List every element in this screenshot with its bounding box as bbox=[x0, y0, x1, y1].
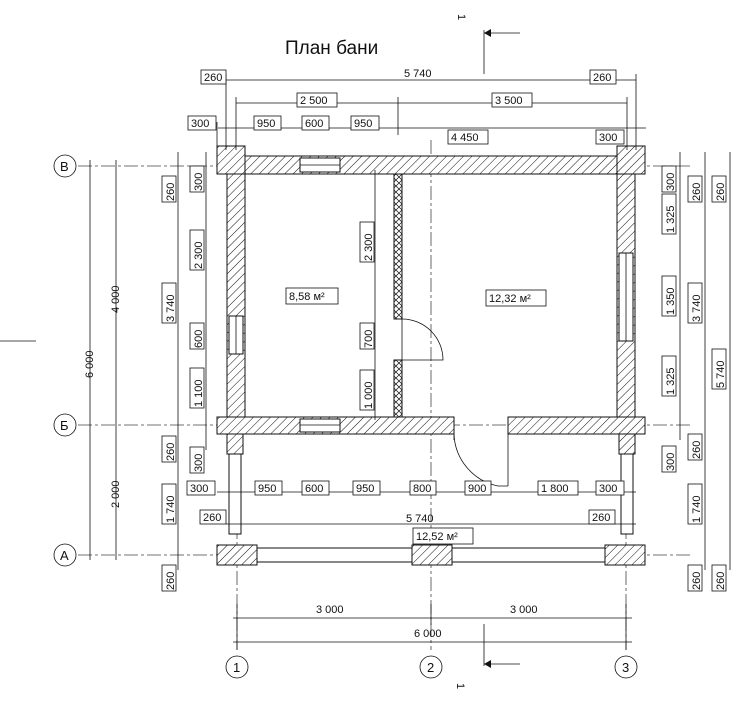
dimension-bottom: 3 000 3 000 6 000 bbox=[233, 604, 632, 650]
svg-text:260: 260 bbox=[165, 183, 177, 201]
svg-text:300: 300 bbox=[190, 483, 208, 495]
axis-bubbles: В Б А 1 2 3 bbox=[53, 154, 638, 679]
svg-text:1 100: 1 100 bbox=[193, 379, 205, 407]
svg-text:260: 260 bbox=[593, 72, 611, 84]
axis-label-1: 1 bbox=[233, 660, 240, 675]
svg-text:600: 600 bbox=[193, 330, 205, 348]
svg-text:4 000: 4 000 bbox=[110, 285, 122, 313]
svg-text:260: 260 bbox=[691, 183, 703, 201]
svg-text:300: 300 bbox=[193, 454, 205, 472]
svg-text:600: 600 bbox=[305, 483, 323, 495]
svg-text:300: 300 bbox=[665, 173, 677, 191]
walls bbox=[216, 145, 646, 566]
svg-text:260: 260 bbox=[592, 512, 610, 524]
svg-text:5 740: 5 740 bbox=[715, 360, 727, 388]
svg-text:260: 260 bbox=[204, 72, 222, 84]
svg-text:260: 260 bbox=[715, 183, 727, 201]
svg-text:1 350: 1 350 bbox=[665, 287, 677, 315]
svg-text:950: 950 bbox=[354, 118, 372, 130]
svg-text:3 000: 3 000 bbox=[316, 604, 344, 616]
svg-text:950: 950 bbox=[257, 118, 275, 130]
svg-text:300: 300 bbox=[599, 483, 617, 495]
doors bbox=[401, 318, 509, 487]
axis-label-3: 3 bbox=[622, 660, 629, 675]
svg-text:2 500: 2 500 bbox=[300, 95, 328, 107]
svg-text:300: 300 bbox=[599, 132, 617, 144]
axis-label-b: Б bbox=[60, 418, 69, 433]
room-area-1: 8,58 м² bbox=[289, 291, 325, 303]
svg-text:600: 600 bbox=[305, 118, 323, 130]
dimension-left: 6 000 4 000 2 000 260 3 740 260 1 740 26… bbox=[84, 152, 207, 592]
axis-label-v: В bbox=[60, 159, 69, 174]
svg-text:300: 300 bbox=[191, 118, 209, 130]
svg-text:260: 260 bbox=[691, 441, 703, 459]
svg-text:1 325: 1 325 bbox=[665, 367, 677, 395]
section-mark-top: 1 bbox=[455, 14, 520, 74]
section-label-top: 1 bbox=[455, 14, 467, 20]
section-label-bottom: 1 bbox=[454, 683, 466, 689]
svg-text:900: 900 bbox=[468, 483, 486, 495]
svg-text:260: 260 bbox=[715, 572, 727, 590]
svg-text:800: 800 bbox=[413, 483, 431, 495]
svg-text:6 000: 6 000 bbox=[414, 628, 442, 640]
svg-text:2 000: 2 000 bbox=[110, 480, 122, 508]
svg-text:260: 260 bbox=[165, 443, 177, 461]
svg-text:3 740: 3 740 bbox=[691, 294, 703, 322]
svg-text:1 000: 1 000 bbox=[363, 381, 375, 409]
dimension-partition: 2 300 700 1 000 bbox=[359, 170, 376, 420]
svg-text:1 740: 1 740 bbox=[165, 495, 177, 523]
svg-text:2 300: 2 300 bbox=[363, 233, 375, 261]
axis-label-2: 2 bbox=[427, 660, 434, 675]
dim-labels-top: 260 5 740 260 2 500 3 500 300 950 600 95… bbox=[187, 68, 625, 145]
plan-title: План бани bbox=[285, 38, 378, 59]
room-area-2: 12,32 м² bbox=[489, 293, 531, 305]
svg-text:300: 300 bbox=[665, 453, 677, 471]
svg-text:4 450: 4 450 bbox=[451, 132, 479, 144]
svg-text:1 740: 1 740 bbox=[691, 495, 703, 523]
section-mark-bottom: 1 bbox=[454, 624, 520, 689]
svg-text:260: 260 bbox=[203, 512, 221, 524]
svg-text:1 800: 1 800 bbox=[541, 483, 569, 495]
dimension-right: 300 1 325 1 350 1 325 300 260 3 740 260 … bbox=[661, 152, 731, 592]
svg-text:260: 260 bbox=[691, 572, 703, 590]
svg-text:3 740: 3 740 bbox=[165, 294, 177, 322]
svg-text:6 000: 6 000 bbox=[84, 350, 96, 378]
svg-text:3 500: 3 500 bbox=[495, 95, 523, 107]
svg-text:2 300: 2 300 bbox=[193, 241, 205, 269]
svg-text:3 000: 3 000 bbox=[510, 604, 538, 616]
svg-text:700: 700 bbox=[363, 330, 375, 348]
svg-text:5 740: 5 740 bbox=[406, 513, 434, 525]
room-area-3: 12,52 м² bbox=[416, 531, 458, 543]
svg-text:5 740: 5 740 bbox=[404, 68, 432, 80]
svg-text:950: 950 bbox=[356, 483, 374, 495]
svg-text:950: 950 bbox=[258, 483, 276, 495]
svg-text:300: 300 bbox=[193, 173, 205, 191]
svg-text:1 325: 1 325 bbox=[665, 205, 677, 233]
svg-text:260: 260 bbox=[165, 572, 177, 590]
axis-label-a: А bbox=[60, 548, 69, 563]
dimension-top bbox=[216, 74, 646, 150]
dim-labels-mid: 300 950 600 950 800 900 1 800 300 260 5 … bbox=[186, 480, 625, 525]
